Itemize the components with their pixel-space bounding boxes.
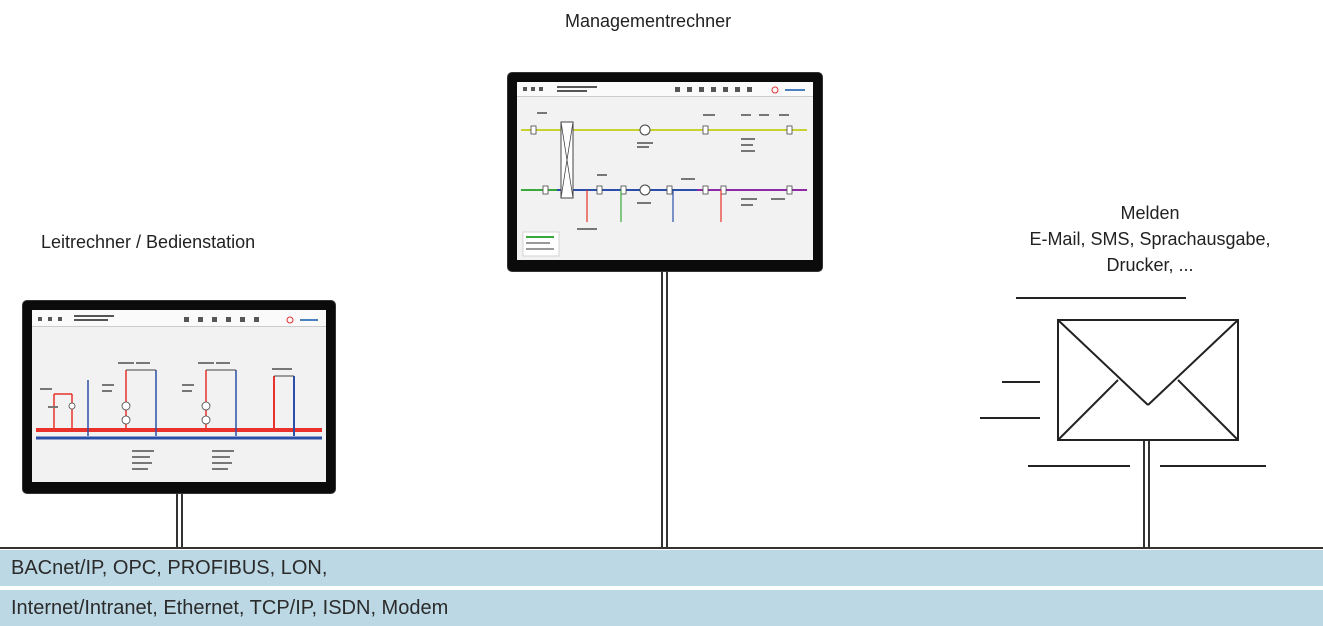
management-connection-line <box>661 271 663 547</box>
ventilation-schematic <box>517 82 813 257</box>
melden-channels: E-Mail, SMS, Sprachausgabe, <box>1029 229 1271 249</box>
heating-schematic <box>32 310 326 470</box>
bus-divider <box>0 586 1323 590</box>
melden-title: Melden <box>1120 203 1180 223</box>
melden-label: Melden E-Mail, SMS, Sprachausgabe, Druck… <box>970 200 1323 278</box>
leitrechner-connection-line <box>176 493 178 547</box>
melden-connection-line <box>1143 440 1145 547</box>
melden-connection-line <box>1148 440 1150 547</box>
leitrechner-connection-line <box>181 493 183 547</box>
management-screen <box>517 82 813 260</box>
leitrechner-label: Leitrechner / Bedienstation <box>41 232 256 252</box>
bus-line <box>0 547 1323 549</box>
management-label: Managementrechner <box>565 11 732 31</box>
leitrechner-monitor-icon <box>23 301 335 493</box>
bus-protocols-row-1: BACnet/IP, OPC, PROFIBUS, LON, <box>0 550 1323 586</box>
leitrechner-screen <box>32 310 326 482</box>
melden-channels-more: Drucker, ... <box>1106 255 1194 275</box>
management-monitor-icon <box>508 73 822 271</box>
bus-protocols-row-2: Internet/Intranet, Ethernet, TCP/IP, ISD… <box>0 590 1323 626</box>
envelope-icon <box>980 297 1266 467</box>
management-connection-line <box>666 271 668 547</box>
